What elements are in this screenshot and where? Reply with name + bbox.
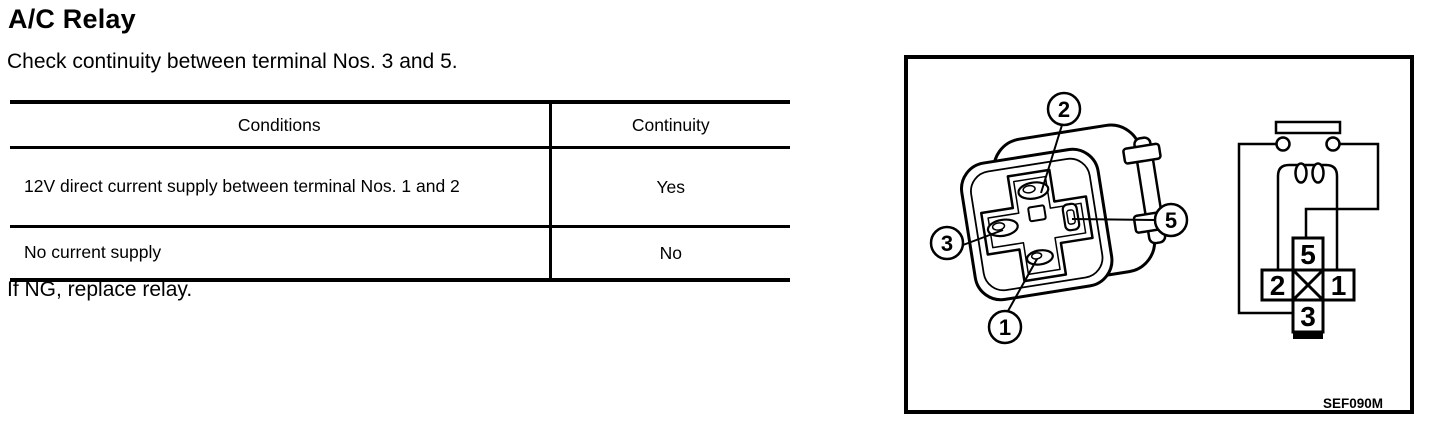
relay-figure: 2 3 5 1 [904, 55, 1414, 414]
relay-bracket-tab [1122, 142, 1162, 165]
coil-loop [1294, 162, 1308, 184]
wire-contact-to-5 [1304, 142, 1380, 238]
relay-circuit-schematic: 5 2 1 3 [1237, 120, 1380, 339]
relay-figure-drawing: 2 3 5 1 [929, 91, 1383, 410]
callout-label: 3 [941, 231, 953, 256]
condition-text: No current supply [24, 242, 162, 263]
terminal-slot-5-detail [1066, 209, 1076, 225]
callout-leader-2 [1040, 124, 1063, 194]
callout-2: 2 [1046, 91, 1082, 127]
schematic-terminal-1: 1 [1331, 270, 1347, 301]
center-x-mark [1291, 268, 1325, 302]
callout-leader-5 [1071, 218, 1156, 221]
page-title: A/C Relay [8, 4, 136, 34]
coil-loop [1311, 162, 1325, 184]
callout-5: 5 [1153, 202, 1189, 238]
table-row: 12V direct current supply between termin… [10, 147, 790, 228]
callout-leader-3 [962, 229, 1004, 246]
callout-circle [929, 225, 965, 261]
coil-leads [1276, 163, 1339, 270]
table-row: No current supply No [10, 226, 790, 280]
relay-front-face-inner-line [970, 157, 1104, 292]
table-header-row: Conditions Continuity [10, 102, 790, 149]
contact-bar [1274, 120, 1342, 135]
terminal-slot-3-detail [991, 222, 1006, 231]
condition-cell: No current supply [10, 226, 552, 280]
intro-instruction: Check continuity between terminal Nos. 3… [7, 50, 458, 73]
wire-contact-to-3 [1237, 142, 1293, 315]
terminal-cross-recess [979, 168, 1094, 283]
condition-cell: 12V direct current supply between termin… [10, 147, 552, 228]
terminal-slot-5 [1061, 202, 1081, 232]
schematic-terminal-2: 2 [1270, 270, 1286, 301]
terminal-slot-1-detail [1030, 252, 1043, 260]
ng-note: If NG, replace relay. [7, 278, 193, 301]
column-header-continuity: Continuity [550, 102, 790, 149]
keyway-notch [1027, 204, 1047, 223]
callout-circle [1153, 202, 1189, 238]
continuity-table: Conditions Continuity 12V direct current… [10, 100, 790, 282]
callout-label: 5 [1165, 208, 1177, 233]
contact-point [1325, 136, 1341, 152]
callout-circle [1046, 91, 1082, 127]
callout-leader-1 [1007, 258, 1038, 312]
column-header-conditions: Conditions [10, 102, 552, 149]
schematic-terminal-3: 3 [1300, 301, 1316, 332]
continuity-cell: Yes [550, 147, 790, 228]
figure-code: SEF090M [1323, 396, 1383, 410]
contact-point [1275, 136, 1291, 152]
condition-text: 12V direct current supply between termin… [24, 176, 460, 197]
terminal-3-base-bar [1293, 332, 1323, 339]
relay-illustration: 2 3 5 1 [929, 91, 1189, 345]
terminal-box-2 [1260, 268, 1295, 302]
callout-3: 3 [929, 225, 965, 261]
terminal-slot-2-detail [1022, 184, 1036, 194]
schematic-terminal-5: 5 [1300, 239, 1316, 270]
continuity-cell: No [659, 242, 682, 263]
callout-label: 1 [999, 315, 1011, 340]
callout-label: 2 [1058, 97, 1070, 122]
callout-circle [987, 309, 1023, 345]
terminal-cross-inner-line [987, 175, 1087, 276]
callout-1: 1 [987, 309, 1023, 345]
